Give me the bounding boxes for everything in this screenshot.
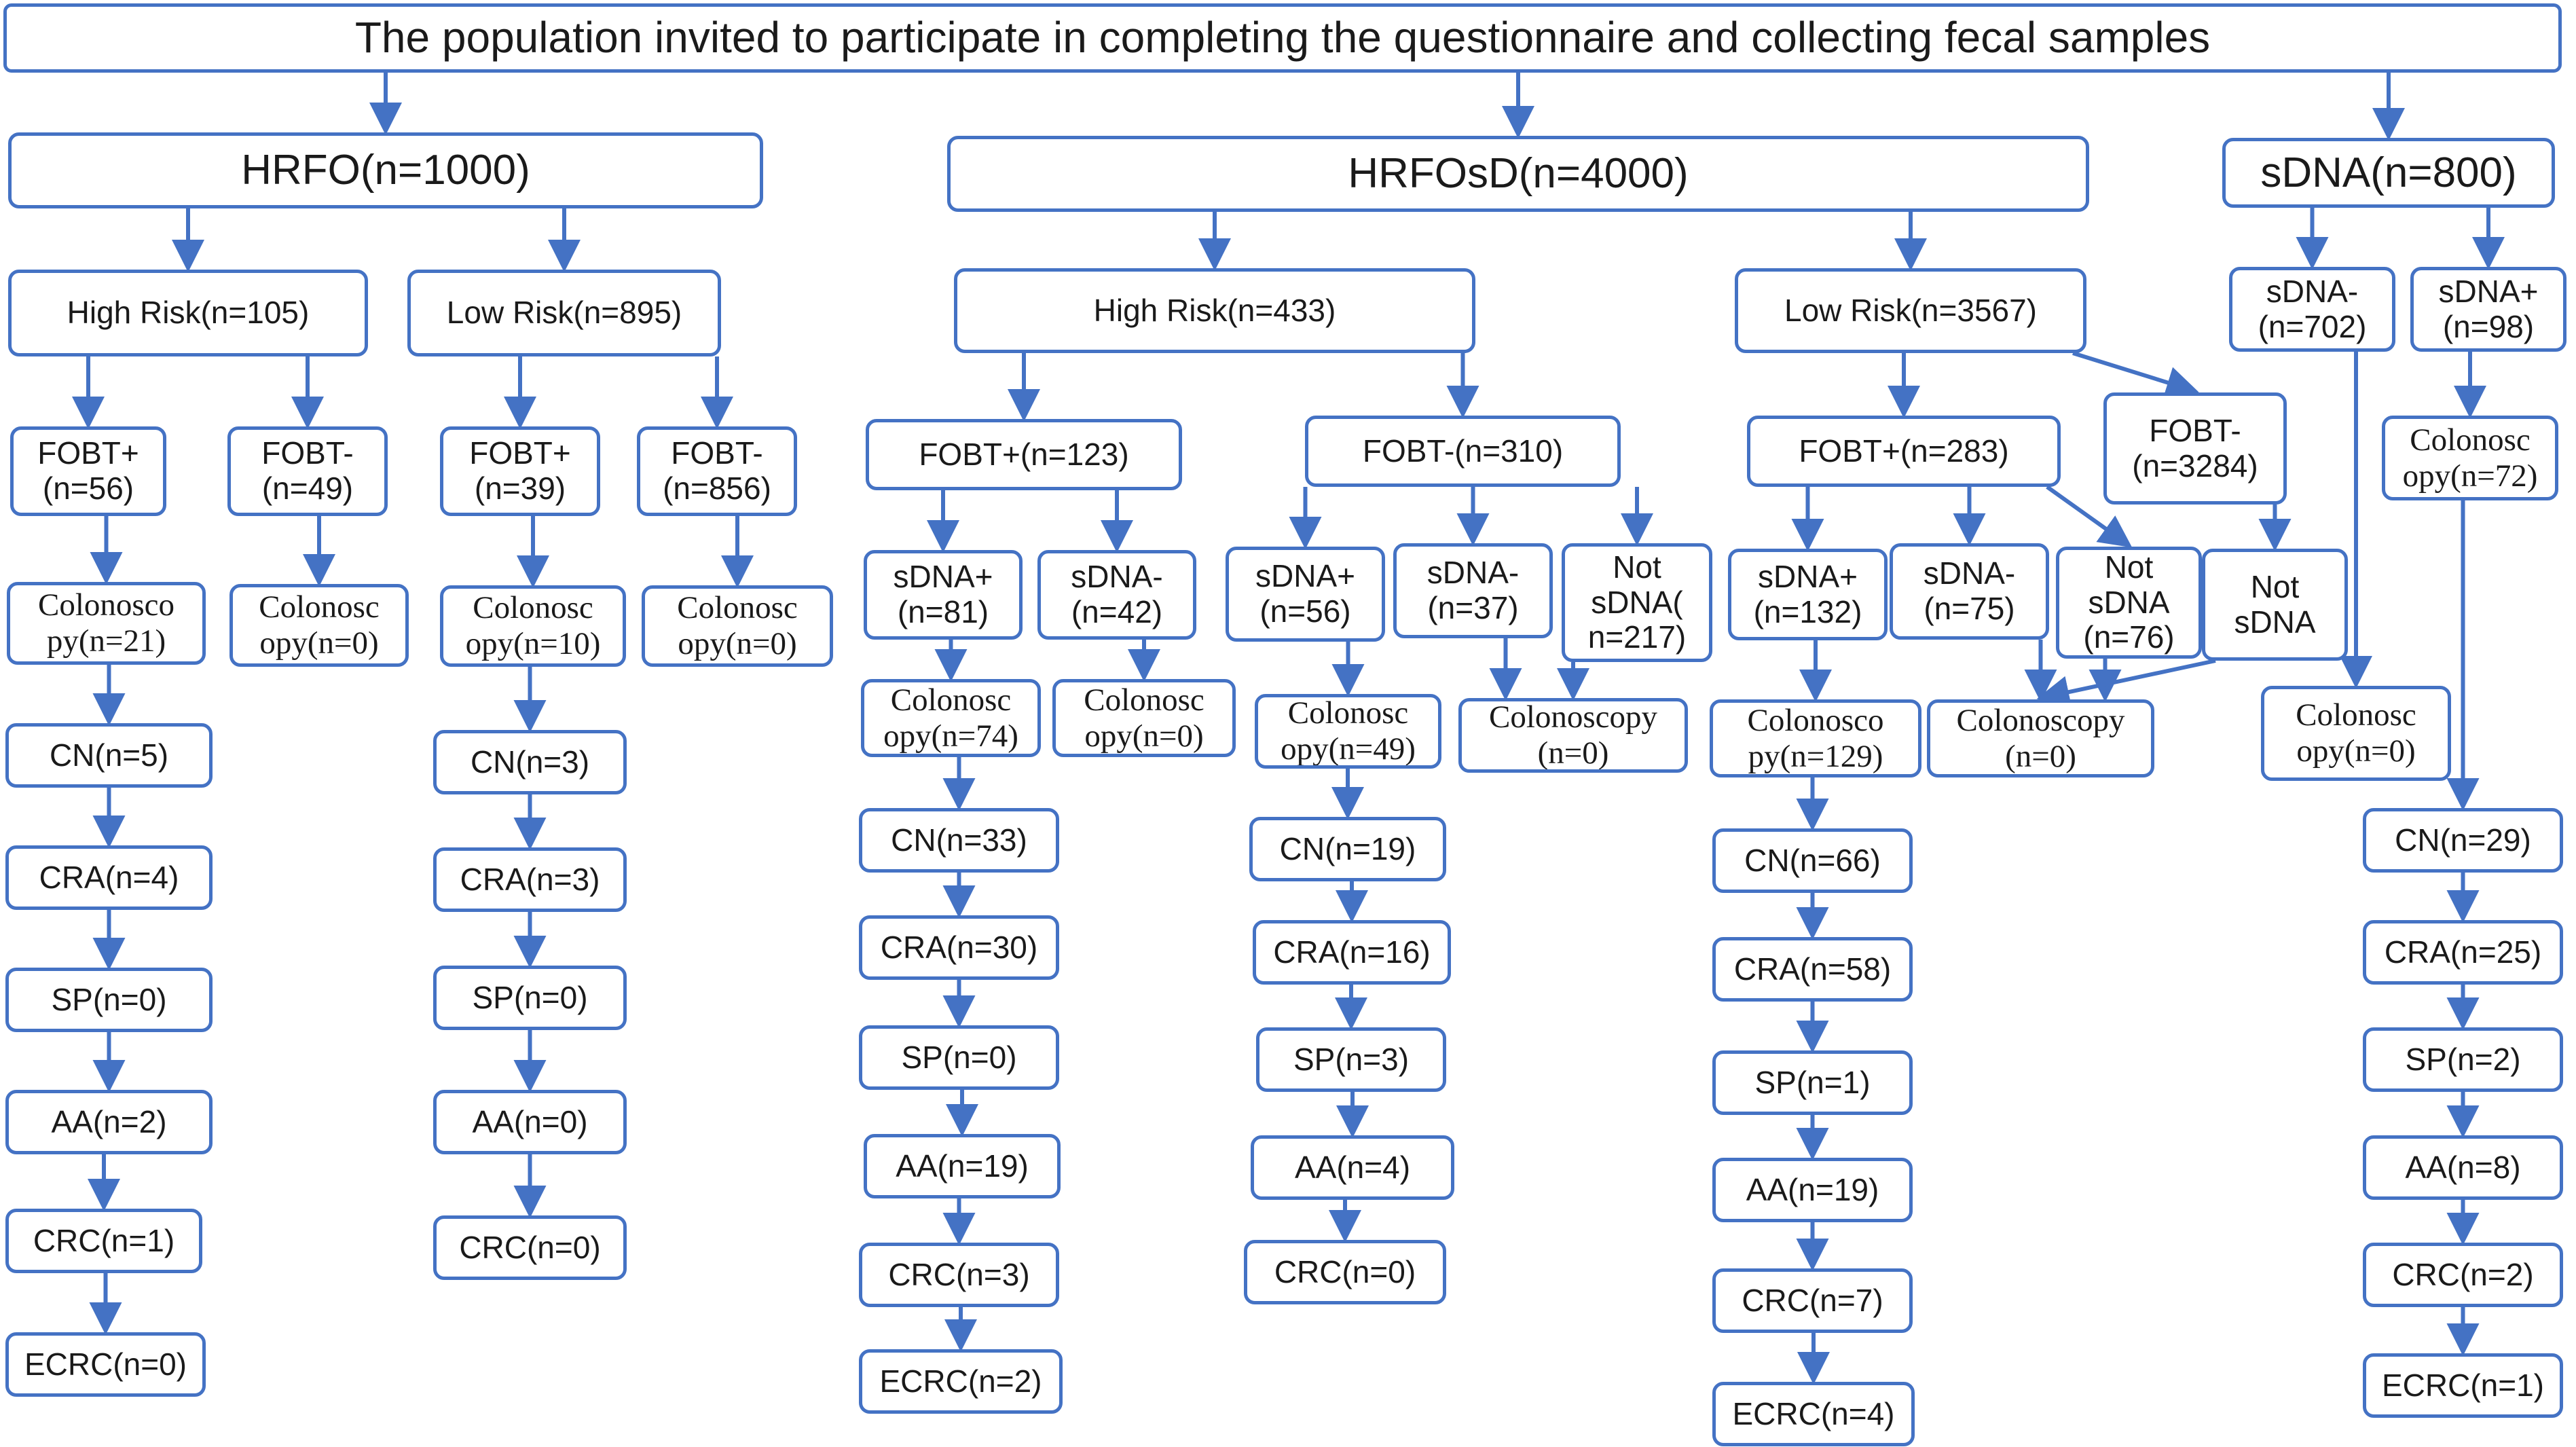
node-hrfo-low: Low Risk(n=895): [407, 270, 721, 356]
node-s-pos: sDNA+ (n=98): [2410, 267, 2566, 352]
node-sd-hfp-sp: sDNA+ (n=81): [864, 550, 1023, 640]
node-hrfo-h-fn: FOBT- (n=49): [227, 426, 388, 516]
node-sd-lfp-cn: CN(n=66): [1712, 828, 1913, 893]
node-s-aa: AA(n=8): [2363, 1135, 2563, 1200]
node-sdna: sDNA(n=800): [2222, 138, 2555, 208]
node-sd-lfp-not: Not sDNA (n=76): [2056, 547, 2202, 659]
node-hrfo: HRFO(n=1000): [8, 132, 763, 208]
node-sd-hfp-aa: AA(n=19): [864, 1134, 1061, 1198]
node-sd-lfp-sn: sDNA- (n=75): [1890, 543, 2049, 640]
node-hrfo-l-fn: FOBT- (n=856): [637, 426, 797, 516]
node-hrfo-h-fn-col: Colonosc opy(n=0): [229, 584, 409, 667]
node-sd-hfp-crc: CRC(n=3): [859, 1243, 1059, 1307]
node-sd-lfp-cra: CRA(n=58): [1712, 937, 1913, 1002]
node-hrfosd: HRFOsD(n=4000): [947, 136, 2089, 212]
node-sd-hfn-aa: AA(n=4): [1251, 1135, 1454, 1200]
node-sd-hfn-crc: CRC(n=0): [1244, 1240, 1446, 1304]
node-title: The population invited to participate in…: [3, 3, 2562, 73]
node-sd-lfp-ecrc: ECRC(n=4): [1712, 1382, 1915, 1446]
node-hrfo-h-ecrc: ECRC(n=0): [5, 1332, 206, 1397]
arrow-sd-low-to-sd-l-fn: [2072, 351, 2199, 399]
node-sd-hfn-sn: sDNA- (n=37): [1393, 543, 1553, 638]
node-sd-hfn-spx: SP(n=3): [1256, 1027, 1446, 1092]
node-sd-hfn-cra: CRA(n=16): [1253, 920, 1451, 985]
node-sd-hfn-other-col: Colonoscopy (n=0): [1458, 698, 1688, 773]
node-hrfo-h-crc: CRC(n=1): [5, 1209, 202, 1273]
node-sd-hfn-cn: CN(n=19): [1249, 817, 1446, 881]
node-hrfo-l-fp-col: Colonosc opy(n=10): [440, 585, 626, 667]
node-sd-hfp-ecrc: ECRC(n=2): [859, 1349, 1063, 1414]
arrow-sd-lfn-not-to-sd-l-other-col: [2036, 659, 2216, 708]
node-sd-hfn-not: Not sDNA( n=217): [1562, 543, 1712, 662]
node-hrfo-h-cra: CRA(n=4): [5, 845, 213, 910]
node-sd-high: High Risk(n=433): [954, 268, 1475, 353]
node-sd-lfn-not: Not sDNA: [2202, 549, 2348, 661]
node-hrfo-h-cn: CN(n=5): [5, 723, 213, 788]
node-sd-h-fp: FOBT+(n=123): [866, 419, 1182, 490]
node-hrfo-h-fp: FOBT+ (n=56): [10, 426, 166, 516]
node-sd-lfp-aa: AA(n=19): [1712, 1158, 1913, 1222]
node-s-crc: CRC(n=2): [2363, 1243, 2563, 1307]
node-sd-l-fp: FOBT+(n=283): [1747, 416, 2061, 487]
node-hrfo-h-aa: AA(n=2): [5, 1090, 213, 1154]
node-hrfo-l-crc: CRC(n=0): [433, 1215, 627, 1280]
node-sd-lfp-sp-col: Colonosco py(n=129): [1710, 699, 1921, 777]
node-s-cra: CRA(n=25): [2363, 920, 2563, 985]
node-hrfo-l-cn: CN(n=3): [433, 730, 627, 794]
node-hrfo-h-fp-col: Colonosco py(n=21): [7, 582, 206, 665]
node-hrfo-l-sp: SP(n=0): [433, 966, 627, 1030]
node-sd-hfp-sp-col: Colonosc opy(n=74): [861, 679, 1041, 757]
node-hrfo-l-fp: FOBT+ (n=39): [440, 426, 600, 516]
node-s-neg: sDNA- (n=702): [2229, 267, 2395, 352]
node-sd-l-fn: FOBT- (n=3284): [2103, 392, 2287, 505]
node-sd-hfp-sn: sDNA- (n=42): [1037, 550, 1196, 640]
node-sd-lfp-sp: sDNA+ (n=132): [1728, 549, 1888, 640]
node-sd-hfp-sn-col: Colonosc opy(n=0): [1052, 679, 1236, 757]
node-s-spx: SP(n=2): [2363, 1027, 2563, 1092]
node-sd-lfp-spx: SP(n=1): [1712, 1050, 1913, 1115]
node-sd-hfn-sp: sDNA+ (n=56): [1226, 547, 1385, 642]
node-sd-hfp-spx: SP(n=0): [859, 1025, 1059, 1090]
node-s-pos-col: Colonosc opy(n=72): [2382, 416, 2558, 500]
node-sd-hfp-cra: CRA(n=30): [859, 915, 1059, 980]
node-s-cn: CN(n=29): [2363, 808, 2563, 873]
node-sd-lfp-crc: CRC(n=7): [1712, 1268, 1913, 1333]
node-hrfo-l-fn-col: Colonosc opy(n=0): [642, 585, 833, 667]
node-s-neg-col: Colonosc opy(n=0): [2261, 686, 2451, 781]
node-hrfo-h-sp: SP(n=0): [5, 968, 213, 1032]
node-hrfo-l-aa: AA(n=0): [433, 1090, 627, 1154]
node-sd-low: Low Risk(n=3567): [1735, 268, 2086, 353]
node-sd-hfn-sp-col: Colonosc opy(n=49): [1255, 694, 1441, 769]
node-hrfo-high: High Risk(n=105): [8, 270, 368, 356]
node-s-ecrc: ECRC(n=1): [2363, 1353, 2563, 1418]
node-sd-hfp-cn: CN(n=33): [859, 808, 1059, 873]
node-hrfo-l-cra: CRA(n=3): [433, 847, 627, 912]
node-sd-l-other-col: Colonoscopy (n=0): [1927, 699, 2154, 777]
node-sd-h-fn: FOBT-(n=310): [1305, 416, 1621, 487]
